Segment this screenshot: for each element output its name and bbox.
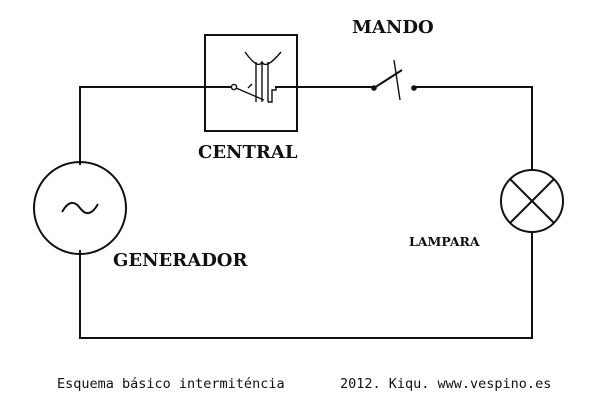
- wire-bottom-return: [79, 232, 533, 339]
- caption-right: 2012. Kiqu. www.vespino.es: [340, 376, 551, 392]
- lamp-circle: [500, 169, 564, 233]
- central-output-lead: [268, 87, 277, 103]
- mando-actuator: [393, 59, 401, 101]
- circuit-wires: [79, 86, 533, 339]
- ac-sine-icon: [61, 201, 99, 215]
- label-lampara: LAMPARA: [409, 234, 480, 249]
- central-box: [204, 34, 298, 132]
- caption-left: Esquema básico intermiténcia: [57, 376, 285, 392]
- central-relay: [204, 34, 298, 132]
- central-tick: [247, 83, 253, 89]
- generator-symbol: [33, 161, 127, 255]
- lamp-symbol: [500, 169, 564, 233]
- label-central: CENTRAL: [198, 142, 298, 163]
- mando-switch: [371, 59, 417, 101]
- mando-lever: [373, 69, 403, 89]
- lamp-cross-b: [509, 178, 555, 224]
- wire-mando-to-lamp: [414, 86, 533, 170]
- central-contact-arm: [235, 87, 265, 101]
- label-mando: MANDO: [352, 17, 434, 38]
- central-terminal-in: [230, 83, 238, 91]
- wire-left-top: [79, 86, 232, 165]
- central-heater-top: [244, 51, 282, 66]
- generator-circle: [33, 161, 127, 255]
- label-generador: GENERADOR: [113, 250, 248, 271]
- mando-terminal-right: [411, 85, 417, 91]
